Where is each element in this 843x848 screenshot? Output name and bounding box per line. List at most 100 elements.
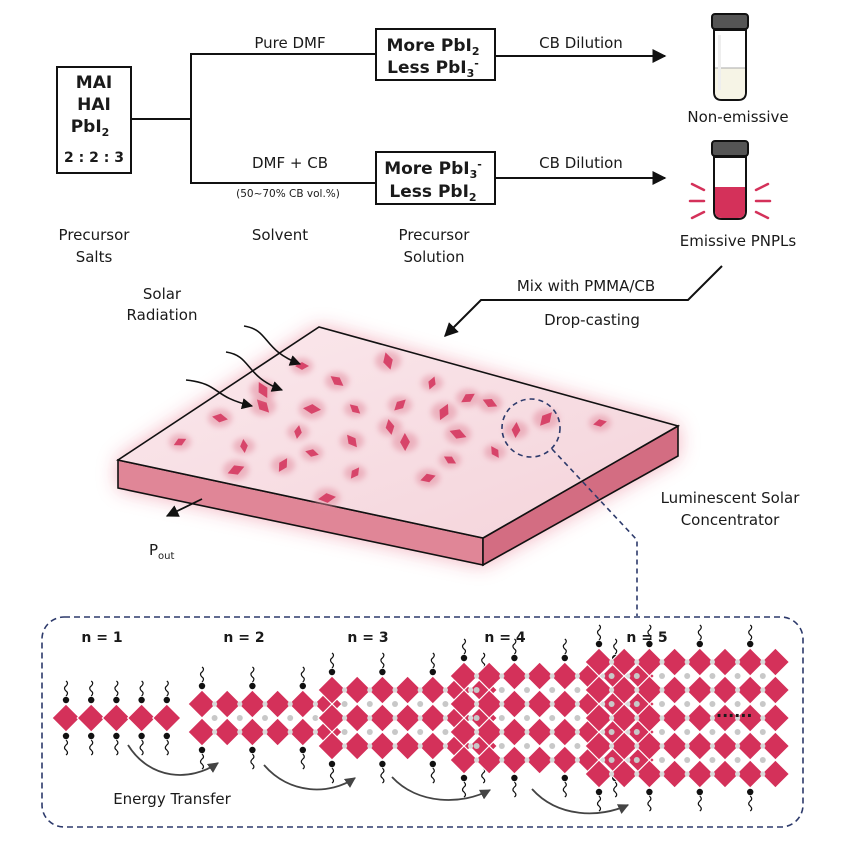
nanoplatelet-flakes [169, 351, 611, 508]
dilution-arrows [495, 49, 667, 185]
ligand [138, 680, 145, 704]
ligand [113, 680, 120, 704]
layer-structure-n5 [584, 647, 791, 789]
ligand [429, 760, 436, 784]
precursor-hai: HAI [77, 95, 111, 115]
precursor-ratio: 2 : 2 : 3 [64, 150, 124, 166]
n-label-4: n = 4 [484, 630, 525, 646]
pout-label: Pout [149, 541, 175, 562]
vial-emissive [688, 140, 772, 220]
n-label-1: n = 1 [81, 630, 122, 646]
flake [330, 376, 344, 386]
lsc-label-2: Concentrator [681, 511, 780, 529]
mix-label: Mix with PMMA/CB [517, 277, 655, 295]
lsc-label-1: Luminescent Solar [661, 489, 801, 507]
flake [383, 352, 393, 370]
n-label-5: n = 5 [626, 630, 667, 646]
flake [540, 412, 552, 426]
ligand [299, 746, 306, 770]
flake [294, 425, 302, 439]
flake [491, 446, 499, 458]
ligand [460, 638, 468, 662]
ligand [299, 666, 306, 690]
ligand [113, 732, 120, 756]
zoom-leader [551, 448, 638, 616]
ligand [379, 652, 386, 676]
flake [227, 465, 245, 475]
flake [212, 413, 228, 423]
flake [350, 467, 360, 479]
ligand [429, 652, 436, 676]
energy-transfer-label: Energy Transfer [113, 790, 231, 808]
drop-casting-label: Drop-casting [544, 311, 640, 329]
ligand [511, 638, 518, 662]
layer-structure-n2 [187, 689, 343, 747]
ligand [646, 624, 653, 648]
flake [349, 404, 361, 414]
svg-text:More PbI3-: More PbI3- [384, 158, 482, 181]
flake [258, 382, 268, 398]
ligand [646, 788, 653, 812]
stage-precursor-solution-1: Precursor [399, 226, 471, 244]
layers-group [51, 624, 791, 812]
branch-lines [131, 53, 376, 184]
ligand [747, 788, 754, 812]
top-solvent-label: Pure DMF [254, 34, 325, 52]
flake [318, 493, 336, 503]
ligand [198, 666, 206, 690]
ligand [379, 760, 386, 784]
vial-non-emissive [711, 13, 749, 101]
ligand [696, 788, 703, 812]
ligand [62, 732, 70, 756]
flake [394, 399, 406, 411]
flake [256, 399, 270, 413]
stage-precursor-salts-2: Salts [76, 248, 113, 266]
ligand [198, 746, 206, 770]
flake [449, 429, 467, 439]
zoom-circle [501, 398, 561, 458]
flake [511, 422, 521, 438]
ligand [561, 638, 568, 662]
bottom-solution-box: More PbI3- Less PbI2 [375, 151, 496, 205]
ligand [163, 680, 170, 704]
layer-structure-n1 [51, 703, 182, 733]
ligand [138, 732, 145, 756]
stage-solvent: Solvent [252, 226, 308, 244]
lsc-slab [115, 326, 681, 567]
ligand [328, 760, 336, 784]
ligand [249, 666, 256, 690]
top-dilution-label: CB Dilution [539, 34, 623, 52]
flake [443, 456, 457, 464]
energy-transfer-arrows [127, 744, 629, 815]
stage-precursor-solution-2: Solution [403, 248, 464, 266]
flake [482, 399, 498, 407]
flake [347, 434, 357, 448]
bottom-solvent-note: (50~70% CB vol.%) [236, 188, 340, 200]
bottom-dilution-label: CB Dilution [539, 154, 623, 172]
solar-label-1: Solar [143, 285, 182, 303]
solar-arrows [185, 325, 302, 410]
precursor-salts-box: MAI HAI PbI2 2 : 2 : 3 [56, 66, 132, 174]
ligand [595, 788, 603, 812]
flake [439, 403, 449, 421]
glow-ticks [688, 182, 772, 220]
ligand [595, 624, 603, 648]
flake [461, 393, 475, 403]
n-label-2: n = 2 [223, 630, 264, 646]
flake [173, 438, 187, 446]
flake [428, 376, 436, 390]
ligand [747, 624, 754, 648]
pout-arrow [165, 498, 203, 517]
svg-text:More PbI2: More PbI2 [386, 36, 479, 58]
ligand [460, 774, 468, 798]
svg-text:Less PbI3-: Less PbI3- [387, 57, 479, 80]
ligand [249, 746, 256, 770]
stage-precursor-salts-1: Precursor [59, 226, 131, 244]
precursor-mai: MAI [76, 73, 112, 93]
flake [305, 449, 319, 457]
ligand [88, 680, 95, 704]
drop-cast-arrow [444, 265, 723, 337]
flake [303, 404, 321, 414]
precursor-pbi2: PbI2 [71, 117, 110, 139]
